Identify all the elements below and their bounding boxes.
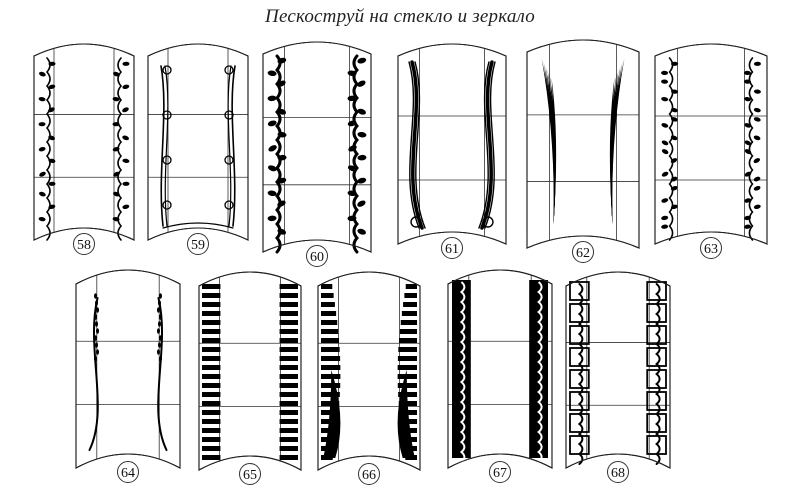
panel-68: 68 [565, 271, 671, 483]
panel-number-label: 60 [310, 250, 324, 265]
panel-58: 58 [33, 43, 135, 255]
panel-number-63: 63 [700, 237, 722, 259]
panel-number-label: 64 [121, 466, 135, 481]
panel-number-label: 66 [362, 468, 376, 483]
panel-number-65: 65 [239, 463, 261, 485]
panel-67: 67 [447, 269, 553, 483]
panel-number-61: 61 [441, 237, 463, 259]
panel-number-label: 62 [576, 246, 590, 261]
panel-60: 60 [262, 41, 372, 267]
panel-number-60: 60 [306, 245, 328, 267]
panel-number-label: 59 [191, 238, 205, 253]
panel-number-label: 68 [611, 466, 625, 481]
panel-number-66: 66 [358, 463, 380, 485]
panel-number-64: 64 [117, 461, 139, 483]
panel-number-62: 62 [572, 241, 594, 263]
panel-59: 59 [147, 43, 249, 255]
panel-number-68: 68 [607, 461, 629, 483]
panel-65: 65 [198, 271, 302, 485]
panel-number-label: 61 [445, 242, 459, 257]
panel-number-label: 67 [493, 466, 507, 481]
panel-number-59: 59 [187, 233, 209, 255]
panel-64: 64 [75, 269, 181, 483]
page-title: Пескоструй на стекло и зеркало [265, 6, 535, 27]
panel-62: 62 [526, 39, 640, 263]
panel-number-67: 67 [489, 461, 511, 483]
panel-61: 61 [397, 43, 507, 259]
panel-63: 63 [654, 43, 768, 259]
panel-number-label: 63 [704, 242, 718, 257]
panel-number-label: 65 [243, 468, 257, 483]
panel-number-label: 58 [77, 238, 91, 253]
panel-number-58: 58 [73, 233, 95, 255]
panel-66: 66 [317, 271, 421, 485]
